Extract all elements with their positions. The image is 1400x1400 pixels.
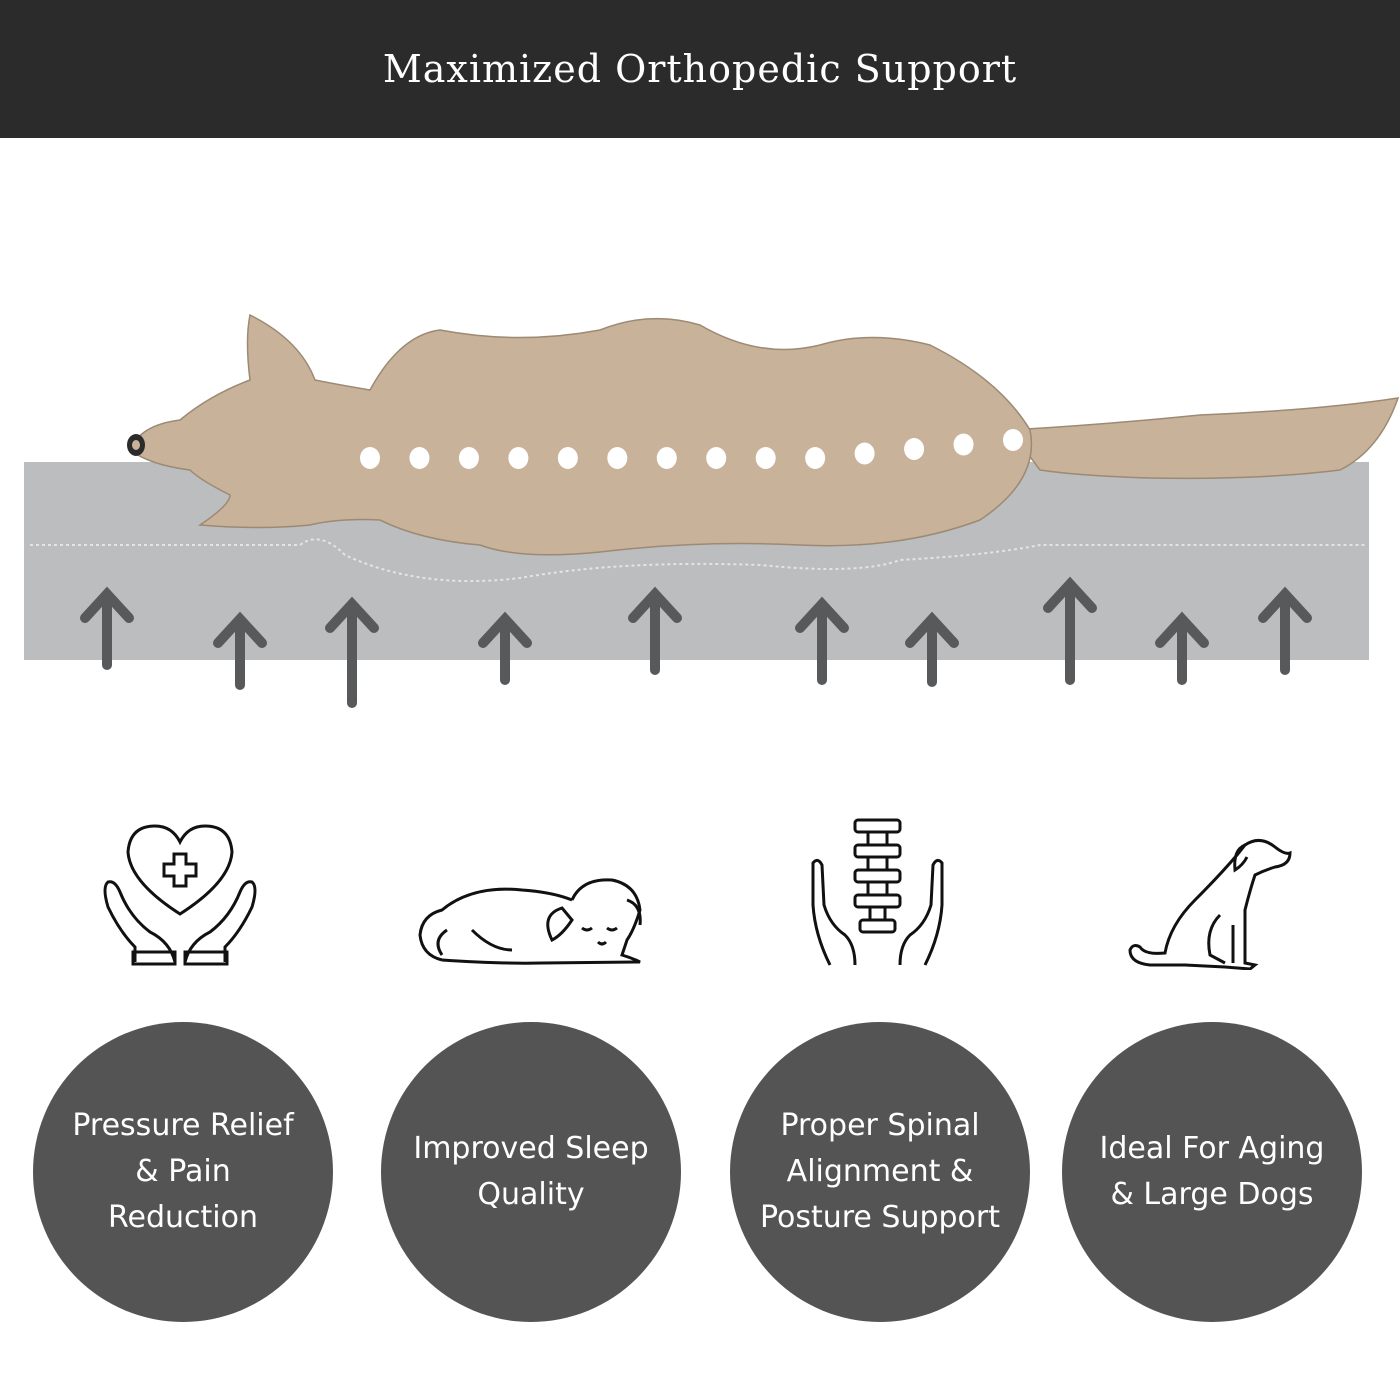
header-banner: Maximized Orthopedic Support xyxy=(0,0,1400,138)
benefit-label: Proper Spinal Alignment & Posture Suppor… xyxy=(759,1108,1001,1235)
spine-dots xyxy=(360,429,1023,469)
support-arrow-icon xyxy=(1258,586,1312,675)
support-arrow-icon xyxy=(213,611,267,690)
spine-dot xyxy=(755,447,776,469)
spine-dot xyxy=(409,447,430,469)
hands-spine-icon xyxy=(811,818,944,966)
benefit-label: Improved Sleep Quality xyxy=(413,1131,649,1212)
support-arrow-icon xyxy=(478,611,532,685)
spine-dot xyxy=(904,438,925,460)
support-arrows xyxy=(80,576,1312,708)
dog-on-mattress-illustration xyxy=(24,313,1400,708)
sitting-dog-icon xyxy=(1128,839,1292,970)
support-arrow-icon xyxy=(80,586,134,670)
spine-dot xyxy=(458,447,479,469)
benefit-label: Ideal For Aging & Large Dogs xyxy=(1099,1131,1325,1212)
benefit-circle-aging-large-dogs: Ideal For Aging & Large Dogs xyxy=(1062,1022,1362,1322)
spine-dot xyxy=(854,442,875,465)
benefit-circle-sleep-quality: Improved Sleep Quality xyxy=(381,1022,681,1322)
spine-dot xyxy=(557,447,578,469)
support-arrow-icon xyxy=(905,611,959,687)
page-title: Maximized Orthopedic Support xyxy=(382,47,1018,91)
spine-dot xyxy=(508,447,529,469)
spine-dot xyxy=(656,447,677,469)
dog-body xyxy=(127,313,1400,556)
support-arrow-icon xyxy=(1043,576,1097,685)
support-arrow-icon xyxy=(628,586,682,675)
benefit-circle-pressure-relief: Pressure Relief & Pain Reduction xyxy=(33,1022,333,1322)
foam-contour-line xyxy=(30,538,1365,583)
support-arrow-icon xyxy=(1155,611,1209,685)
support-arrow-icon xyxy=(325,596,379,708)
support-arrow-icon xyxy=(795,596,849,685)
spine-dot xyxy=(805,447,826,469)
spine-dot xyxy=(1003,429,1023,451)
sleeping-dog-icon xyxy=(418,878,642,965)
benefit-circle-spinal-alignment: Proper Spinal Alignment & Posture Suppor… xyxy=(730,1022,1030,1322)
hands-heart-icon xyxy=(103,824,257,966)
spine-dot xyxy=(953,433,974,456)
benefit-label: Pressure Relief & Pain Reduction xyxy=(72,1108,294,1235)
spine-dot xyxy=(607,447,628,469)
spine-dot xyxy=(360,447,380,469)
spine-dot xyxy=(706,447,727,469)
